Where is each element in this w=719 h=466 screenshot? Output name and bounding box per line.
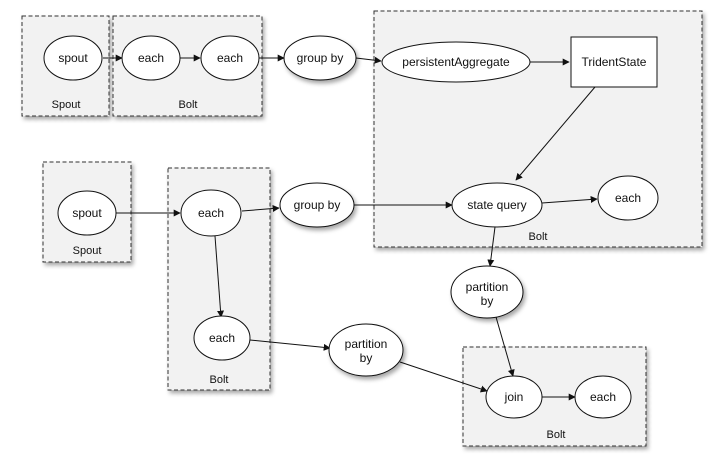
node-trident-state: TridentState [570, 36, 658, 88]
edge-statequery-partition1 [487, 226, 496, 267]
node-spout-1-label: spout [58, 51, 88, 65]
edge-each5-partition2 [249, 339, 331, 351]
node-persistent-aggregate-label: persistentAggregate [402, 55, 510, 69]
node-each-2-label: each [217, 51, 243, 65]
edge-statequery-each4 [541, 195, 598, 204]
node-each-1-label: each [138, 51, 164, 65]
node-each-5-label: each [209, 331, 235, 345]
node-state-query: state query [451, 182, 543, 228]
node-each-6: each [574, 375, 632, 419]
node-spout-2: spout [57, 190, 117, 236]
edge-each3-each5 [214, 235, 225, 318]
node-partition-by-2: partition by [328, 323, 404, 377]
node-spout-1: spout [43, 35, 103, 81]
node-partition-by-2-label-line2: by [360, 351, 373, 365]
node-trident-state-label: TridentState [582, 55, 647, 69]
node-each-2: each [200, 35, 260, 81]
edge-partition2-join [399, 361, 488, 393]
spout-box-top-label: Spout [52, 99, 81, 111]
node-group-by-1: group by [283, 35, 357, 81]
node-partition-by-1: partition by [450, 265, 524, 319]
node-join-label: join [504, 390, 524, 404]
node-group-by-2-label: group by [294, 198, 341, 212]
node-persistent-aggregate: persistentAggregate [381, 41, 531, 83]
bolt-box-right-label: Bolt [529, 231, 548, 243]
node-partition-by-2-label-line1: partition [345, 337, 388, 351]
node-each-3-label: each [198, 206, 224, 220]
node-partition-by-1-label-line2: by [481, 294, 494, 308]
edges [103, 54, 598, 401]
node-each-3: each [180, 189, 242, 237]
node-each-5: each [193, 315, 251, 361]
bolt-box-mid-label: Bolt [210, 374, 229, 386]
node-join: join [485, 375, 543, 419]
node-each-1: each [121, 35, 181, 81]
edge-groupby1-persistent [355, 56, 382, 64]
edge-partition1-join [495, 316, 515, 377]
edge-each3-groupby2 [241, 205, 280, 212]
spout-box-mid-label: Spout [73, 245, 102, 257]
node-each-4: each [597, 175, 659, 221]
node-partition-by-1-label-line1: partition [466, 280, 509, 294]
node-each-6-label: each [590, 390, 616, 404]
bolt-box-top-label: Bolt [179, 99, 198, 111]
node-each-4-label: each [615, 191, 641, 205]
node-spout-2-label: spout [72, 206, 102, 220]
node-group-by-1-label: group by [297, 51, 344, 65]
node-state-query-label: state query [467, 198, 526, 212]
node-group-by-2: group by [279, 182, 355, 228]
bolt-box-bottom-label: Bolt [547, 429, 566, 441]
edge-tridentstate-statequery [515, 86, 596, 181]
